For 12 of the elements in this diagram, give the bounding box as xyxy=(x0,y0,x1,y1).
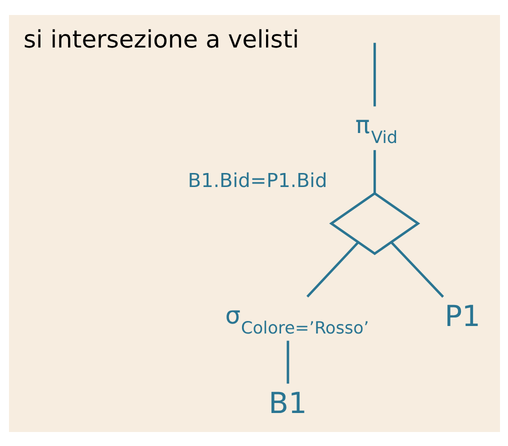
connector xyxy=(372,150,376,193)
connector xyxy=(286,340,289,384)
node-bowtie xyxy=(328,191,420,255)
node-text: B1 xyxy=(268,385,306,420)
connector xyxy=(306,241,358,298)
node-text: π$_{Vid}$ xyxy=(354,110,398,147)
connector xyxy=(390,240,444,298)
label: si intersezione a velisti xyxy=(22,25,299,54)
node-label: B1.Bid=P1.Bid xyxy=(187,168,327,192)
node-text: P1 xyxy=(444,298,480,333)
node-text: σ$_{Colore=’Rosso’}$ xyxy=(224,301,368,338)
connector xyxy=(372,42,376,106)
